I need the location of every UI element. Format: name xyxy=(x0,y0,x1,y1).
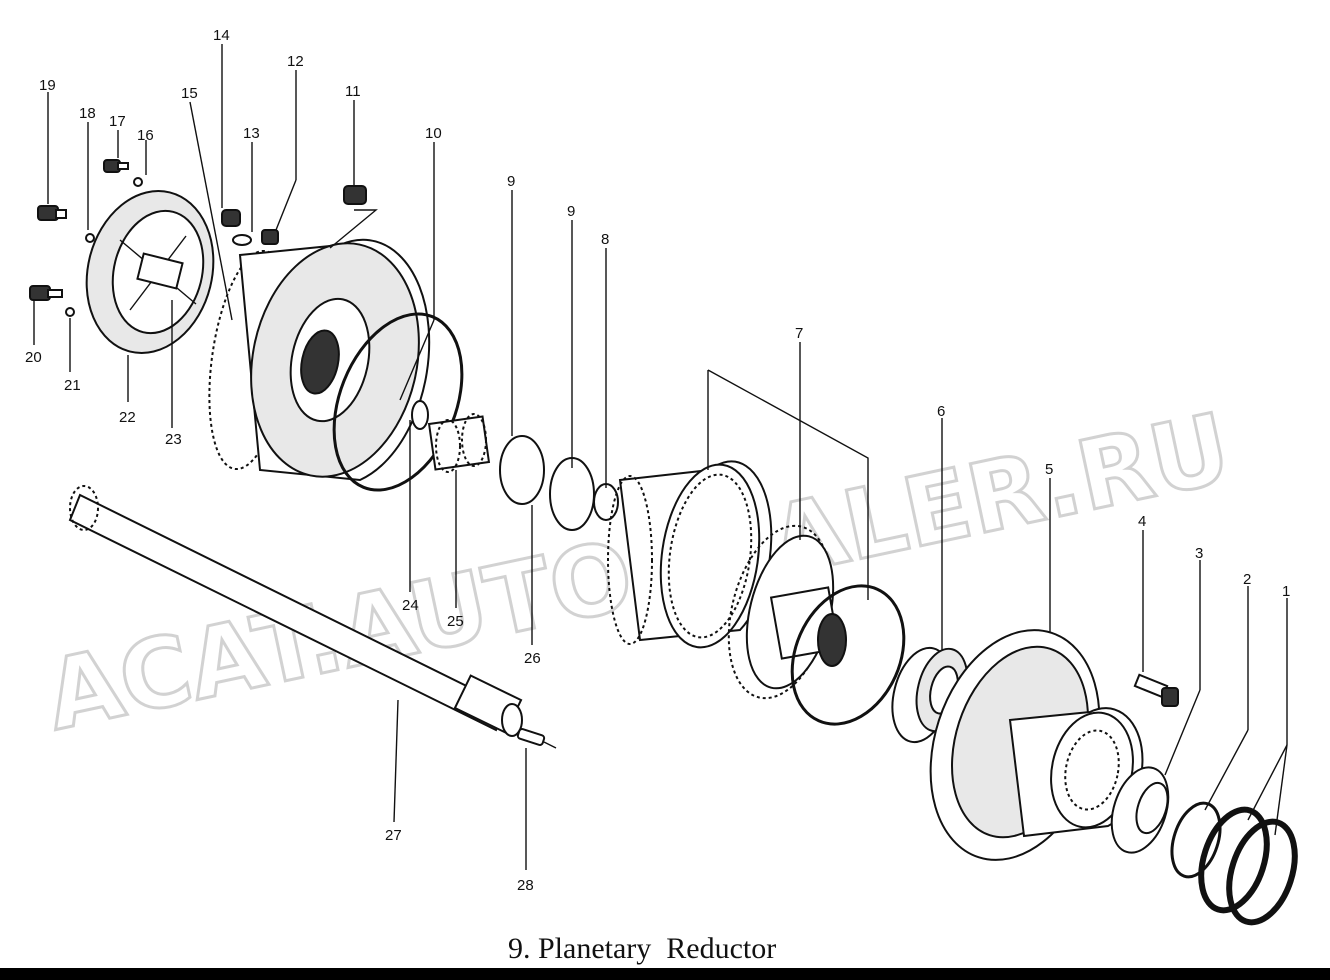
washer-16 xyxy=(133,177,143,187)
callout-1: 1 xyxy=(1282,583,1290,600)
callout-14: 14 xyxy=(213,27,230,44)
callout-9b: 9 xyxy=(567,203,575,220)
callout-10: 10 xyxy=(425,125,442,142)
washer-21 xyxy=(65,307,75,317)
callout-9a: 9 xyxy=(507,173,515,190)
callout-25: 25 xyxy=(447,613,464,630)
callout-23: 23 xyxy=(165,431,182,448)
callout-labels: 1 2 3 4 5 6 7 8 9 9 10 11 12 13 14 15 16… xyxy=(25,27,1290,894)
sun-gear xyxy=(427,413,491,473)
bearing-6 xyxy=(891,646,969,744)
bolt-12 xyxy=(261,229,279,245)
callout-3: 3 xyxy=(1195,545,1203,562)
bolt-17 xyxy=(103,159,129,173)
thrust-washer-9 xyxy=(549,457,595,531)
nut-11 xyxy=(343,185,367,205)
callout-2: 2 xyxy=(1243,571,1251,588)
callout-5: 5 xyxy=(1045,461,1053,478)
callout-20: 20 xyxy=(25,349,42,366)
diagram-caption: 9. Planetary Reductor xyxy=(508,932,776,965)
callout-24: 24 xyxy=(402,597,419,614)
o-ring xyxy=(790,584,906,726)
floating-seal-rings xyxy=(1198,806,1298,926)
callout-27: 27 xyxy=(385,827,402,844)
cover-plate xyxy=(85,190,215,354)
thrust-ring-8 xyxy=(593,483,619,521)
callout-7: 7 xyxy=(795,325,803,342)
pin-28 xyxy=(516,728,546,746)
seal-2 xyxy=(1170,801,1222,879)
callout-13: 13 xyxy=(243,125,260,142)
planet-carrier xyxy=(208,238,431,482)
callout-4: 4 xyxy=(1138,513,1146,530)
bolt-19 xyxy=(37,205,67,221)
callout-17: 17 xyxy=(109,113,126,130)
ring-gear xyxy=(607,460,773,649)
callout-19: 19 xyxy=(39,77,56,94)
callout-21: 21 xyxy=(64,377,81,394)
hub-bolt xyxy=(1133,673,1179,707)
callout-26: 26 xyxy=(524,650,541,667)
wheel-hub xyxy=(929,629,1144,861)
callout-11: 11 xyxy=(345,83,361,100)
washer-13 xyxy=(232,234,252,246)
callout-16: 16 xyxy=(137,127,154,144)
washer-18 xyxy=(85,233,95,243)
callout-18: 18 xyxy=(79,105,96,122)
callout-6: 6 xyxy=(937,403,945,420)
callout-15: 15 xyxy=(181,85,198,102)
bottom-border xyxy=(0,968,1330,980)
leader-lines xyxy=(33,44,1288,870)
snap-ring-24 xyxy=(411,400,429,430)
callout-28: 28 xyxy=(517,877,534,894)
plug-14 xyxy=(221,209,241,227)
thrust-washer-26 xyxy=(499,435,545,505)
axle-shaft xyxy=(68,485,523,737)
bearing-3 xyxy=(1110,766,1170,854)
callout-8: 8 xyxy=(601,231,609,248)
callout-22: 22 xyxy=(119,409,136,426)
callout-12: 12 xyxy=(287,53,304,70)
bolt-20 xyxy=(29,285,63,301)
